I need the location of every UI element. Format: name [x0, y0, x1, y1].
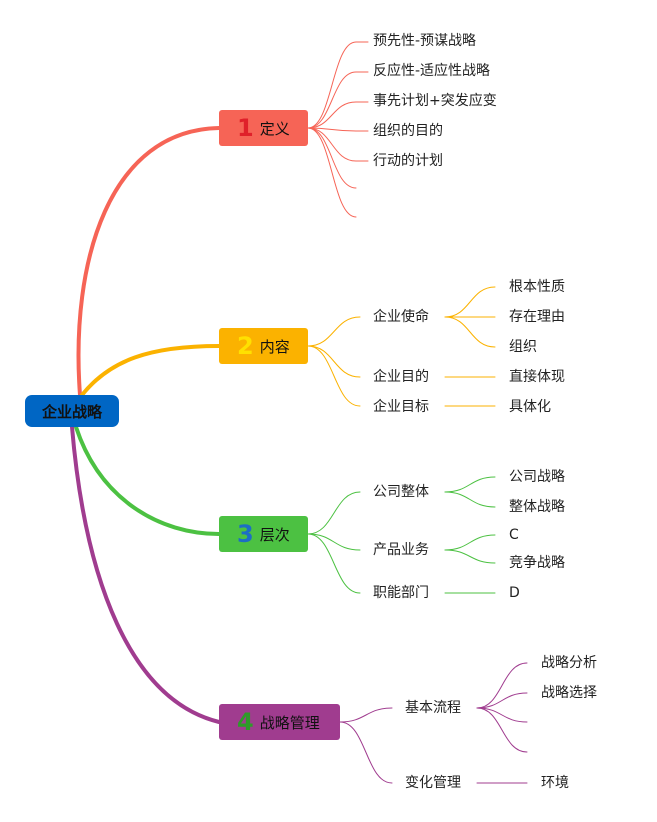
content-edge-2 [307, 345, 361, 378]
process-child-1[interactable]: 战略分析 [541, 655, 597, 671]
corporate-edge-2 [444, 491, 496, 508]
branch-number-3: 3 [237, 520, 254, 548]
process-child-2[interactable]: 战略选择 [541, 685, 597, 701]
root-label: 企业战略 [41, 402, 102, 421]
definition-item-3[interactable]: 事先计划+突发应变 [373, 93, 497, 109]
mission-child-3[interactable]: 组织 [509, 339, 537, 355]
purpose-child-1[interactable]: 直接体现 [509, 369, 565, 385]
management-process[interactable]: 基本流程 [405, 700, 461, 716]
def-edge-7 [307, 127, 357, 218]
management-edge-1 [339, 707, 393, 723]
branch-label-strategic-management: 战略管理 [259, 713, 320, 732]
levels-edge-2 [307, 533, 361, 551]
levels-edge-3 [307, 533, 361, 594]
mission-child-2[interactable]: 存在理由 [509, 309, 565, 325]
mission-edge-3 [444, 316, 496, 348]
business-edge-1 [444, 534, 496, 551]
root-node[interactable]: 企业战略 [25, 395, 119, 427]
def-edge-6 [307, 127, 357, 189]
business-child-2[interactable]: 竞争战略 [509, 555, 565, 571]
branch-definition[interactable]: 1 定义 [219, 110, 308, 146]
root-to-branch-1 [76, 126, 221, 397]
corporate-edge-1 [444, 476, 496, 493]
definition-item-1[interactable]: 预先性-预谋战略 [373, 33, 477, 49]
corporate-child-2[interactable]: 整体战略 [509, 499, 565, 515]
branch-strategic-management[interactable]: 4 战略管理 [219, 704, 340, 740]
process-edge-3 [476, 707, 528, 723]
goal-child-1[interactable]: 具体化 [509, 399, 551, 415]
def-edge-5 [307, 127, 357, 162]
def-edge-1 [307, 41, 357, 129]
def-edge-3 [307, 101, 357, 129]
branch-number-1: 1 [237, 114, 254, 142]
branch-number-4: 4 [237, 708, 254, 736]
root-to-branch-4 [70, 425, 221, 724]
content-mission[interactable]: 企业使命 [373, 309, 429, 325]
functional-child-1[interactable]: D [509, 585, 520, 601]
levels-business[interactable]: 产品业务 [373, 542, 429, 558]
definition-item-2[interactable]: 反应性-适应性战略 [373, 63, 491, 79]
branch-levels[interactable]: 3 层次 [219, 516, 308, 552]
branch-content[interactable]: 2 内容 [219, 328, 308, 364]
content-purpose[interactable]: 企业目的 [373, 369, 429, 385]
levels-corporate[interactable]: 公司整体 [373, 484, 429, 500]
branch-label-definition: 定义 [259, 119, 290, 138]
root-to-branch-2 [80, 344, 221, 397]
def-edge-2 [307, 71, 357, 129]
mission-child-1[interactable]: 根本性质 [509, 279, 565, 295]
content-edge-1 [307, 316, 361, 347]
definition-item-4[interactable]: 组织的目的 [373, 123, 443, 139]
process-edge-2 [476, 692, 528, 709]
definition-item-5[interactable]: 行动的计划 [373, 153, 443, 169]
content-goal[interactable]: 企业目标 [373, 399, 429, 415]
levels-functional[interactable]: 职能部门 [373, 585, 429, 601]
content-edge-3 [307, 345, 361, 407]
process-edge-4 [476, 707, 528, 753]
def-edge-4 [307, 127, 357, 132]
corporate-child-1[interactable]: 公司战略 [509, 469, 565, 485]
business-edge-2 [444, 549, 496, 564]
root-to-branch-3 [74, 425, 221, 536]
branch-number-2: 2 [237, 332, 254, 360]
change-child-1[interactable]: 环境 [541, 775, 569, 791]
business-child-1[interactable]: C [509, 527, 519, 543]
process-edge-1 [476, 662, 528, 709]
branch-label-content: 内容 [259, 337, 290, 356]
management-change[interactable]: 变化管理 [405, 775, 461, 791]
management-edge-2 [339, 721, 393, 784]
levels-edge-1 [307, 491, 361, 535]
branch-label-levels: 层次 [259, 525, 290, 544]
mission-edge-1 [444, 286, 496, 318]
